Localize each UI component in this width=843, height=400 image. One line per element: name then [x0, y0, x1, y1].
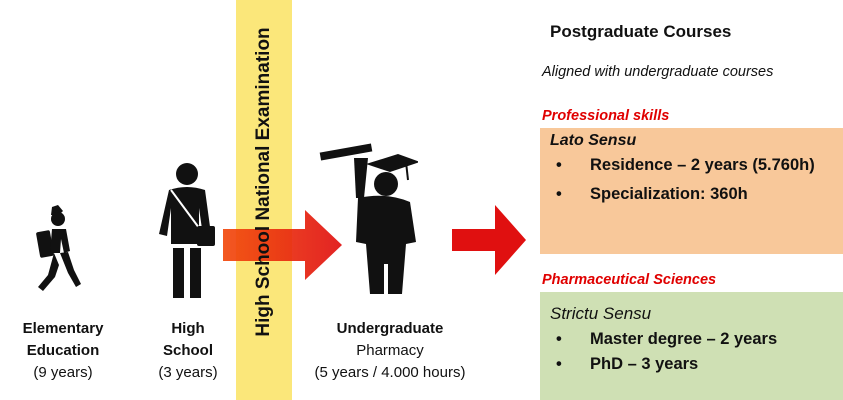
lato-sensu-title: Lato Sensu — [550, 132, 637, 149]
postgraduate-title: Postgraduate Courses — [550, 22, 732, 41]
stage-high-school: High School (3 years) — [140, 318, 236, 384]
graduate-with-diploma-icon — [319, 143, 418, 294]
list-item: •Specialization: 360h — [556, 185, 748, 203]
professional-skills-label: Professional skills — [542, 108, 670, 124]
stage-elementary: Elementary Education (9 years) — [0, 318, 126, 384]
postgraduate-subtitle: Aligned with undergraduate courses — [542, 64, 774, 80]
arrow-to-postgraduate — [452, 205, 526, 275]
stage-elementary-title: Elementary Education — [22, 320, 104, 359]
strictu-sensu-list: •Master degree – 2 years •PhD – 3 years — [540, 328, 843, 376]
exam-bar — [236, 0, 292, 400]
walking-child-icon — [36, 205, 81, 291]
stage-undergraduate-detail: (5 years / 4.000 hours) — [314, 364, 466, 381]
strictu-sensu-title: Strictu Sensu — [550, 304, 652, 323]
stage-elementary-detail: (9 years) — [33, 364, 93, 381]
list-item: •Residence – 2 years (5.760h) — [556, 156, 815, 174]
stage-undergraduate-subtitle: Pharmacy — [356, 342, 424, 359]
pharmaceutical-sciences-label: Pharmaceutical Sciences — [542, 272, 717, 288]
lato-sensu-box: Lato Sensu •Residence – 2 years (5.760h)… — [540, 128, 843, 254]
list-item: •PhD – 3 years — [556, 355, 699, 373]
stage-undergraduate-title: Undergraduate — [336, 320, 444, 337]
stage-undergraduate: Undergraduate Pharmacy (5 years / 4.000 … — [292, 318, 488, 384]
list-item: •Master degree – 2 years — [556, 330, 778, 348]
stage-high-school-detail: (3 years) — [158, 364, 218, 381]
lato-sensu-list: •Residence – 2 years (5.760h) •Specializ… — [540, 154, 843, 206]
strictu-sensu-box: Strictu Sensu •Master degree – 2 years •… — [540, 292, 843, 400]
arrow-to-undergraduate — [223, 210, 342, 280]
stage-high-school-title: High School — [162, 320, 213, 359]
student-with-bag-icon — [159, 163, 215, 298]
